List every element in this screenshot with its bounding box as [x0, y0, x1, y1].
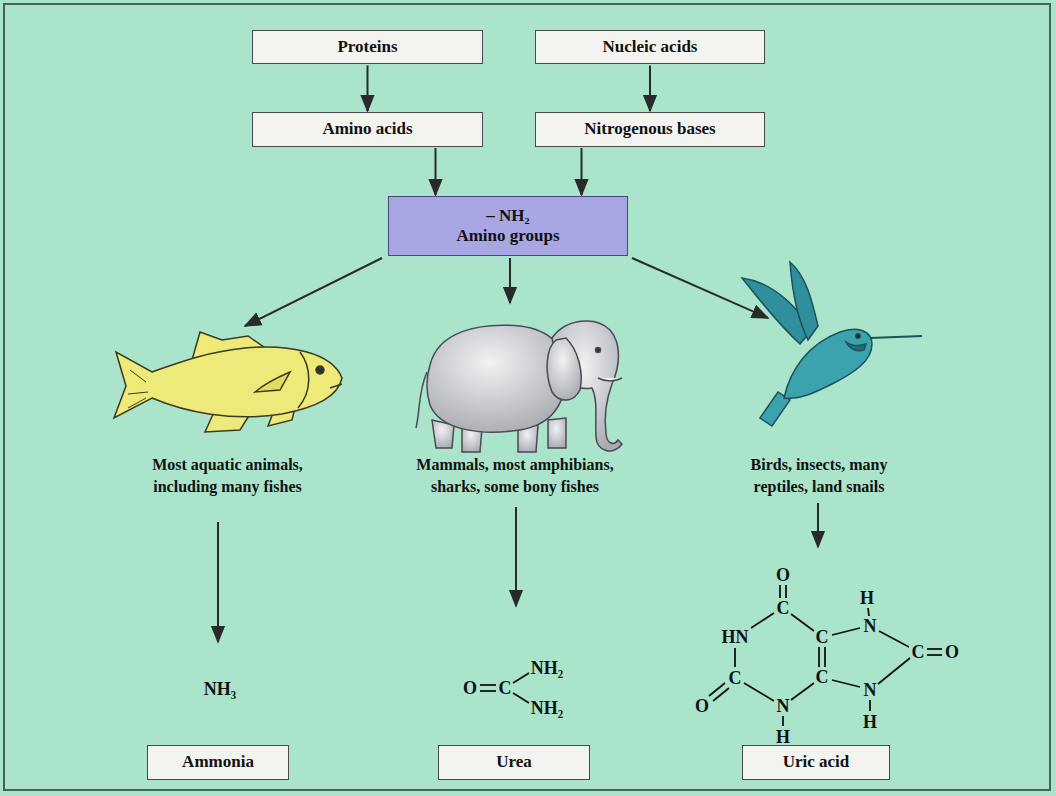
- flow-arrow: [435, 148, 437, 195]
- chemical-bonds: [818, 647, 820, 667]
- group-caption: Most aquatic animals, including many fis…: [120, 454, 335, 497]
- product-box: Urea: [438, 745, 590, 780]
- atom-symbol: H: [860, 586, 874, 610]
- fish: [128, 370, 148, 408]
- box-text: Urea: [496, 752, 532, 772]
- product-box: Uric acid: [742, 745, 890, 780]
- chemical-bonds: [480, 585, 942, 726]
- atom-symbol: O: [695, 694, 709, 718]
- process-box: Amino acids: [252, 112, 483, 147]
- elephant: [416, 321, 622, 452]
- box-text: Ammonia: [182, 752, 254, 772]
- chemical-bonds: [782, 716, 784, 726]
- chemical-bonds: [927, 648, 942, 650]
- atom-symbol: H: [863, 710, 877, 734]
- atom-symbol: O: [776, 563, 790, 587]
- fish: [114, 347, 342, 418]
- process-box: Nitrogenous bases: [535, 112, 765, 147]
- chemical-bonds: [779, 585, 781, 598]
- fish: [255, 372, 290, 392]
- flow-arrows: [245, 258, 382, 326]
- flow-arrows: [817, 503, 819, 547]
- process-box: Proteins: [252, 30, 483, 64]
- atom-symbol: C: [816, 625, 829, 649]
- hub-box: – NH₂Amino groups: [388, 196, 628, 256]
- group-caption: Birds, insects, many reptiles, land snai…: [724, 454, 914, 497]
- chemical-bonds: [480, 684, 496, 686]
- chemical-bonds: [713, 688, 729, 701]
- flow-arrows: [218, 258, 818, 642]
- atom-symbol: N: [777, 694, 790, 718]
- box-text: – NH₂: [486, 206, 529, 226]
- chemical-bonds: [869, 700, 871, 711]
- elephant: [596, 348, 601, 353]
- hummingbird: [784, 329, 872, 398]
- box-text: Uric acid: [783, 752, 850, 772]
- box-text: Proteins: [337, 37, 397, 57]
- hummingbird: [790, 262, 818, 340]
- hummingbird: [742, 262, 922, 426]
- chemical-bonds: [791, 614, 814, 631]
- flow-arrow: [649, 65, 651, 111]
- atom-symbol: C: [912, 640, 925, 664]
- fish: [298, 352, 309, 408]
- elephant: [548, 418, 566, 448]
- flow-arrows: [217, 522, 219, 642]
- chemical-bonds: [832, 628, 860, 635]
- atom-symbol: O: [463, 676, 477, 700]
- box-text: Nitrogenous bases: [584, 119, 715, 139]
- flow-arrows: [632, 258, 768, 318]
- box-text: Amino acids: [322, 119, 412, 139]
- atom-symbol: H: [776, 725, 790, 749]
- hummingbird: [870, 336, 922, 338]
- chemical-bonds: [868, 608, 869, 616]
- chemical-bonds: [824, 647, 826, 667]
- hummingbird: [846, 342, 866, 351]
- chemical-bonds: [513, 673, 529, 683]
- fish: [330, 384, 342, 388]
- chemical-bonds: [513, 693, 529, 703]
- hummingbird: [856, 334, 860, 338]
- atom-symbol: C: [729, 666, 742, 690]
- elephant: [427, 325, 566, 432]
- fish: [114, 332, 342, 432]
- elephant: [547, 338, 581, 400]
- fish: [316, 366, 324, 374]
- process-box: Nucleic acids: [535, 30, 765, 64]
- atom-symbol: N: [864, 678, 877, 702]
- chemical-bonds: [480, 690, 496, 692]
- box-text: Amino groups: [456, 226, 559, 246]
- product-box: Ammonia: [147, 745, 289, 780]
- chemical-bonds: [751, 613, 774, 628]
- atom-symbol: N: [864, 614, 877, 638]
- atom-symbol: O: [945, 640, 959, 664]
- flow-arrow: [367, 65, 369, 111]
- formula: NH₃: [204, 677, 236, 701]
- chemical-bonds: [791, 683, 814, 700]
- atom-symbol: NH₂: [531, 696, 563, 720]
- elephant: [598, 378, 622, 381]
- flow-arrows: [509, 258, 511, 303]
- chemical-bonds: [879, 631, 909, 647]
- flow-arrow: [581, 148, 583, 195]
- chemical-bonds: [832, 680, 860, 687]
- atom-symbol: C: [816, 665, 829, 689]
- atom-symbol: C: [499, 676, 512, 700]
- atom-symbol: NH₂: [531, 656, 563, 680]
- flow-arrows: [515, 507, 517, 606]
- elephant: [416, 372, 427, 428]
- chemical-bonds: [744, 683, 774, 701]
- box-text: Nucleic acids: [603, 37, 698, 57]
- chemical-bonds: [734, 648, 736, 667]
- group-caption: Mammals, most amphibians, sharks, some b…: [400, 454, 630, 497]
- atom-symbol: C: [777, 596, 790, 620]
- chemical-bonds: [878, 658, 910, 684]
- atom-symbol: HN: [722, 625, 749, 649]
- chemical-bonds: [927, 654, 942, 656]
- chemical-bonds: [785, 585, 787, 598]
